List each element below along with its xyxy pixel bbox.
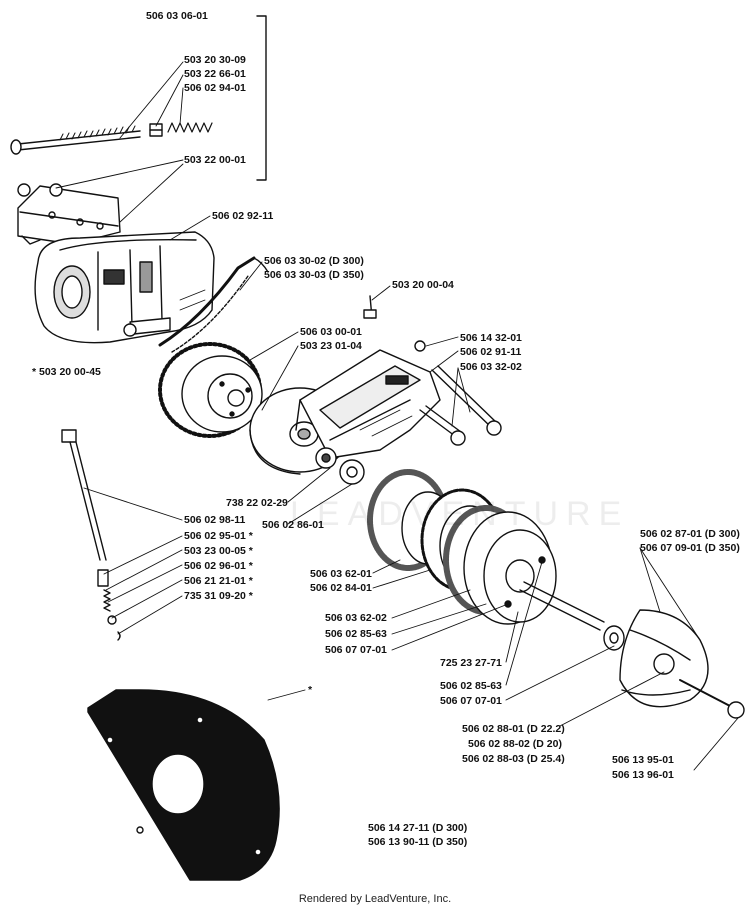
part-label: 506 03 62-01 <box>310 568 372 580</box>
part-label: 506 21 21-01 * <box>184 575 253 587</box>
belt-guard-housing <box>34 231 215 344</box>
control-rod <box>61 429 121 641</box>
part-label: 506 02 86-01 <box>262 519 324 531</box>
mounting-bolts <box>414 340 502 446</box>
part-label: 506 02 95-01 * <box>184 530 253 542</box>
part-label: 506 02 87-01 (D 300) <box>640 528 740 540</box>
part-label: 506 03 32-02 <box>460 361 522 373</box>
footer-credit: Rendered by LeadVenture, Inc. <box>298 893 452 905</box>
small-screw <box>363 295 377 319</box>
part-label: 506 03 30-02 (D 300) <box>264 255 364 267</box>
washer <box>603 625 625 651</box>
part-label: 506 14 27-11 (D 300) <box>368 822 468 834</box>
part-label: 506 13 96-01 <box>612 769 674 781</box>
part-label: 506 02 88-03 (D 25.4) <box>462 753 565 765</box>
group-bracket <box>256 15 267 181</box>
part-label: 506 03 30-03 (D 350) <box>264 269 364 281</box>
long-bolt <box>10 125 141 155</box>
part-label: 725 23 27-71 <box>440 657 502 669</box>
part-label: 506 03 06-01 <box>146 10 208 22</box>
part-label: 506 02 85-63 <box>440 680 502 692</box>
part-label: 503 22 00-01 <box>184 154 246 166</box>
spring <box>167 122 213 133</box>
part-label: 503 20 00-04 <box>392 279 454 291</box>
part-label: 506 14 32-01 <box>460 332 522 344</box>
part-label: 506 03 62-02 <box>325 612 387 624</box>
part-label: 506 02 98-11 <box>184 514 246 526</box>
pulley <box>158 342 263 438</box>
bracket-plate <box>17 183 121 245</box>
part-label: 506 07 07-01 <box>440 695 502 707</box>
part-label: 506 02 96-01 * <box>184 560 253 572</box>
asterisk-marker: * <box>308 684 313 696</box>
watermark: LEADVENTURE <box>290 495 630 533</box>
leader-lines <box>55 61 739 771</box>
part-label: 506 03 00-01 <box>300 326 362 338</box>
part-label: 506 02 94-01 <box>184 82 246 94</box>
gearbox-housing <box>295 349 441 459</box>
part-label: 738 22 02-29 <box>226 497 288 509</box>
part-label: 503 23 00-05 * <box>184 545 253 557</box>
part-label: 506 07 09-01 (D 350) <box>640 542 740 554</box>
cover-plate <box>87 689 280 881</box>
part-label: 506 02 88-02 (D 20) <box>468 738 562 750</box>
part-label: 503 20 30-09 <box>184 54 246 66</box>
part-label: 506 13 90-11 (D 350) <box>368 836 468 848</box>
part-label: 503 22 66-01 <box>184 68 246 80</box>
part-label: 506 07 07-01 <box>325 644 387 656</box>
part-label: 506 02 84-01 <box>310 582 372 594</box>
part-label: 506 02 92-11 <box>212 210 274 222</box>
part-label: 506 13 95-01 <box>612 754 674 766</box>
part-label: 506 02 91-11 <box>460 346 522 358</box>
part-label: 503 23 01-04 <box>300 340 362 352</box>
part-label: 506 02 88-01 (D 22.2) <box>462 723 565 735</box>
part-label: * 503 20 00-45 <box>32 366 101 378</box>
nut <box>149 123 163 137</box>
part-label: 735 31 09-20 * <box>184 590 253 602</box>
v-belt <box>158 256 269 353</box>
drive-hub <box>463 511 605 631</box>
part-label: 506 02 85-63 <box>325 628 387 640</box>
impeller <box>619 609 745 719</box>
